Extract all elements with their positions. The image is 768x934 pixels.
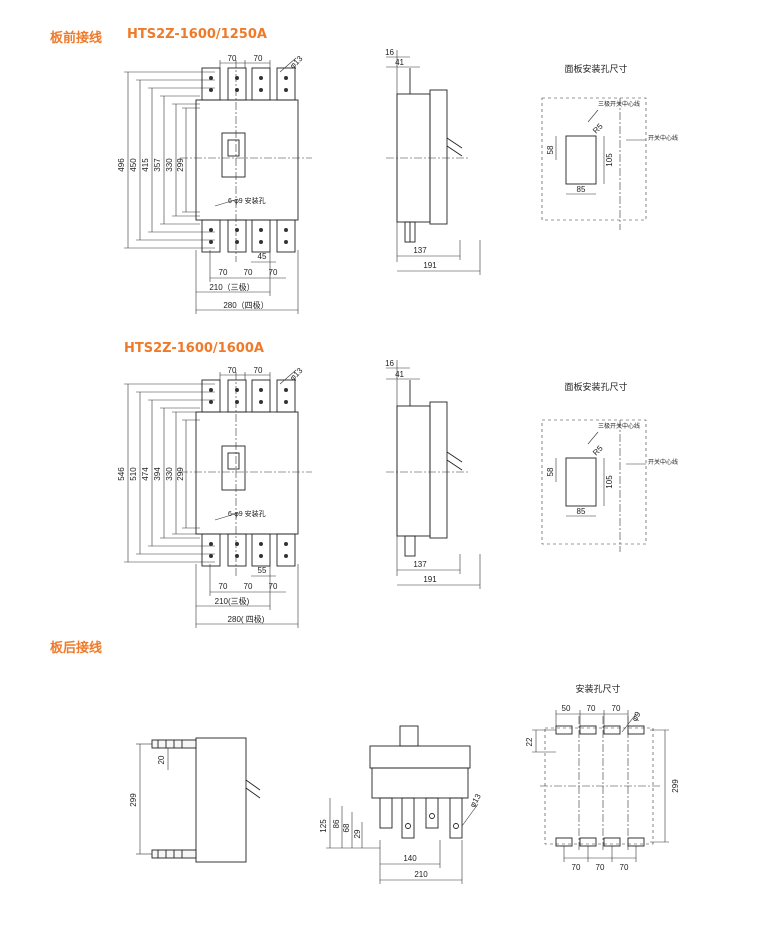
holes-note: 6-φ9 安装孔 [228,509,266,518]
dim-22: 22 [525,737,534,746]
model2-heading: HTS2Z-1600/1600A [124,341,264,356]
switch-center-label: 开关中心线 [648,458,678,466]
dim-68: 68 [342,823,351,832]
dim-bottom-70-b: 70 [244,268,253,277]
rear-side-view [136,737,261,863]
dim-41: 41 [395,370,404,379]
dim-105: 105 [605,475,614,489]
dim-191: 191 [423,575,437,584]
mount-hole-title: 安装孔尺寸 [575,683,620,694]
three-pole-center-label: 三极开关中心线 [598,422,640,430]
dim-330: 330 [165,158,174,172]
dim-58: 58 [546,145,555,154]
dim-bottom-70-c: 70 [620,863,629,872]
dim-bottom-70-c: 70 [269,268,278,277]
dim-546: 546 [117,467,126,481]
dim-four-pole: 280（四极） [223,300,268,310]
model2-side-dims: 16 41 137 191 [385,359,437,584]
dim-210: 210 [414,870,428,879]
rear-bottom-dims: 125 86 68 29 140 210 φ13 [319,792,483,879]
switch-center-label: 开关中心线 [648,134,678,142]
dim-58: 58 [546,467,555,476]
model1-side-view [386,50,481,275]
dim-16: 16 [385,48,394,57]
dim-three-pole: 210(三极) [215,596,250,606]
rear-mount-holes-text: 安装孔尺寸 50 70 70 φ9 22 299 70 70 70 [525,683,680,872]
dim-450: 450 [129,158,138,172]
dim-r5: R5 [591,121,605,135]
dim-474: 474 [141,467,150,481]
rear-side-dims: 20 299 [129,755,166,807]
dim-41: 41 [395,58,404,67]
dim-299: 299 [671,779,680,793]
dim-bottom-70-c: 70 [269,582,278,591]
dim-394: 394 [153,467,162,481]
dim-top-70-a: 70 [228,366,237,375]
dim-bottom-70-b: 70 [596,863,605,872]
dim-137: 137 [413,246,427,255]
panel-cutout-title: 面板安装孔尺寸 [564,381,627,392]
model2-front-dims: 546 510 474 394 330 299 70 70 φ13 55 70 … [117,366,305,624]
dim-top-70-a: 70 [587,704,596,713]
dim-50: 50 [562,704,571,713]
model2-front-view [124,369,312,628]
holes-note: 6-φ9 安装孔 [228,196,266,205]
dim-phi13: φ13 [468,792,483,809]
dim-bottom-70-a: 70 [219,268,228,277]
rear-bottom-view [326,725,479,884]
dim-four-pole: 280( 四极) [228,614,265,624]
dim-phi13: φ13 [288,366,305,383]
dim-85: 85 [577,185,586,194]
dim-bottom-70-b: 70 [244,582,253,591]
dim-105: 105 [605,153,614,167]
model1-front-dims: 496 450 415 357 330 299 70 70 φ13 45 70 … [117,54,305,310]
model1-front-view [124,57,312,314]
dim-140: 140 [403,854,417,863]
dim-three-pole: 210（三极） [209,282,254,292]
dim-55: 55 [258,566,267,575]
front-wiring-heading: 板前接线 [50,31,103,46]
dim-r5: R5 [591,443,605,457]
dim-330: 330 [165,467,174,481]
dim-357: 357 [153,158,162,172]
dim-125: 125 [319,819,328,833]
dim-phi13: φ13 [288,54,305,71]
model1-cutout [541,97,647,230]
dim-299: 299 [176,158,185,172]
dim-191: 191 [423,261,437,270]
rear-mount-holes [532,710,669,862]
dim-bottom-70-a: 70 [219,582,228,591]
dim-top-70-b: 70 [612,704,621,713]
dim-415: 415 [141,158,150,172]
dim-299: 299 [129,793,138,807]
dim-86: 86 [332,819,341,828]
dim-299: 299 [176,467,185,481]
dim-top-70-b: 70 [254,54,263,63]
model1-heading: HTS2Z-1600/1250A [127,27,267,42]
dim-top-70-b: 70 [254,366,263,375]
dim-510: 510 [129,467,138,481]
dim-137: 137 [413,560,427,569]
model2-side-view [386,360,481,589]
model1-side-dims: 16 41 137 191 [385,48,437,270]
rear-wiring-heading: 板后接线 [50,641,103,656]
panel-cutout-title: 面板安装孔尺寸 [564,63,627,74]
dim-85: 85 [577,507,586,516]
dim-20: 20 [157,755,166,764]
dim-45: 45 [258,252,267,261]
dim-phi9: φ9 [630,710,643,723]
dim-496: 496 [117,158,126,172]
dim-top-70-a: 70 [228,54,237,63]
dim-16: 16 [385,359,394,368]
three-pole-center-label: 三极开关中心线 [598,100,640,108]
dim-bottom-70-a: 70 [572,863,581,872]
model2-cutout [541,419,647,552]
dim-29: 29 [353,829,362,838]
